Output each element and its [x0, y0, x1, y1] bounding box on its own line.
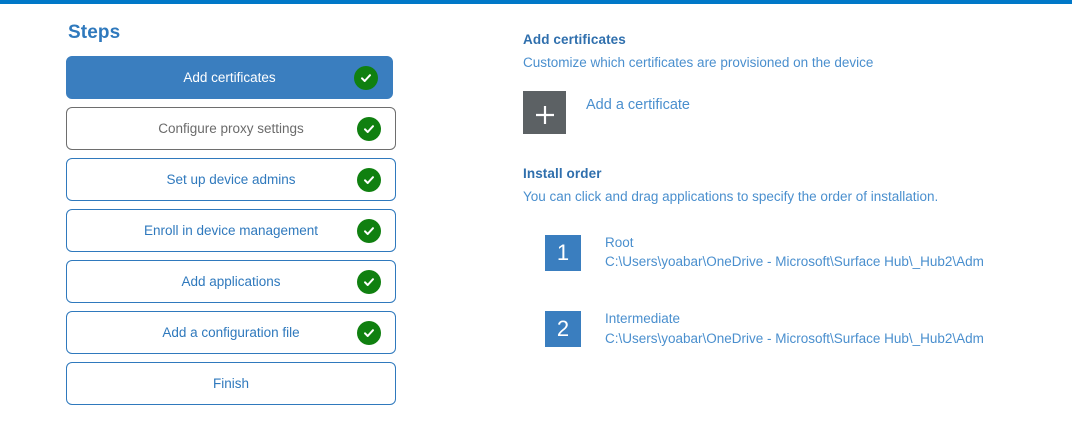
install-order-number: 1 [545, 235, 581, 272]
check-circle-icon [357, 269, 381, 294]
install-order-section: Install order You can click and drag app… [523, 166, 1053, 348]
certificates-subtext: Customize which certificates are provisi… [523, 55, 874, 70]
check-circle-icon [357, 218, 381, 243]
steps-heading: Steps [68, 22, 121, 43]
install-order-item-root[interactable]: 1 Root C:\Users\yoabar\OneDrive - Micros… [523, 233, 1053, 272]
check-circle-icon [357, 167, 381, 192]
step-button-finish[interactable]: Finish [66, 362, 396, 405]
certificates-section: Add certificates Customize which certifi… [523, 32, 1053, 134]
install-order-text: Intermediate C:\Users\yoabar\OneDrive - … [605, 309, 984, 347]
steps-panel: Steps Add certificates Configure proxy s… [66, 22, 406, 413]
step-button-enroll-in-device-management[interactable]: Enroll in device management [66, 209, 396, 252]
step-label: Add applications [181, 273, 281, 289]
install-order-path: C:\Users\yoabar\OneDrive - Microsoft\Sur… [605, 330, 984, 346]
step-label: Enroll in device management [143, 222, 319, 238]
step-label: Finish [212, 375, 249, 391]
step-label: Set up device admins [166, 171, 296, 187]
check-circle-icon [357, 320, 381, 345]
install-order-list: 1 Root C:\Users\yoabar\OneDrive - Micros… [523, 235, 1053, 348]
check-circle-icon [357, 116, 381, 141]
step-button-add-a-configuration-file[interactable]: Add a configuration file [66, 311, 396, 354]
page-body: Steps Add certificates Configure proxy s… [0, 4, 1072, 443]
install-order-heading: Install order [523, 165, 602, 181]
install-order-text: Root C:\Users\yoabar\OneDrive - Microsof… [605, 233, 984, 271]
step-label: Configure proxy settings [158, 120, 304, 136]
check-circle-icon [354, 65, 378, 90]
plus-icon [523, 90, 566, 134]
install-order-subtext: You can click and drag applications to s… [523, 188, 939, 204]
install-order-number: 2 [545, 311, 581, 348]
install-order-name: Root [605, 235, 634, 251]
top-accent-bar [0, 0, 1072, 4]
install-order-item-intermediate[interactable]: 2 Intermediate C:\Users\yoabar\OneDrive … [523, 309, 1053, 348]
step-label: Add a configuration file [162, 324, 300, 340]
step-button-add-certificates[interactable]: Add certificates [66, 56, 393, 99]
install-order-path: C:\Users\yoabar\OneDrive - Microsoft\Sur… [605, 254, 984, 270]
step-button-set-up-device-admins[interactable]: Set up device admins [66, 158, 396, 201]
step-button-configure-proxy-settings[interactable]: Configure proxy settings [66, 107, 396, 150]
add-certificate-label: Add a certificate [586, 96, 690, 113]
certificates-heading: Add certificates [523, 32, 626, 47]
step-label: Add certificates [183, 69, 276, 85]
step-button-add-applications[interactable]: Add applications [66, 260, 396, 303]
detail-panel: Add certificates Customize which certifi… [523, 32, 1053, 388]
add-certificate-button[interactable]: Add a certificate [523, 90, 743, 134]
install-order-name: Intermediate [605, 311, 681, 327]
